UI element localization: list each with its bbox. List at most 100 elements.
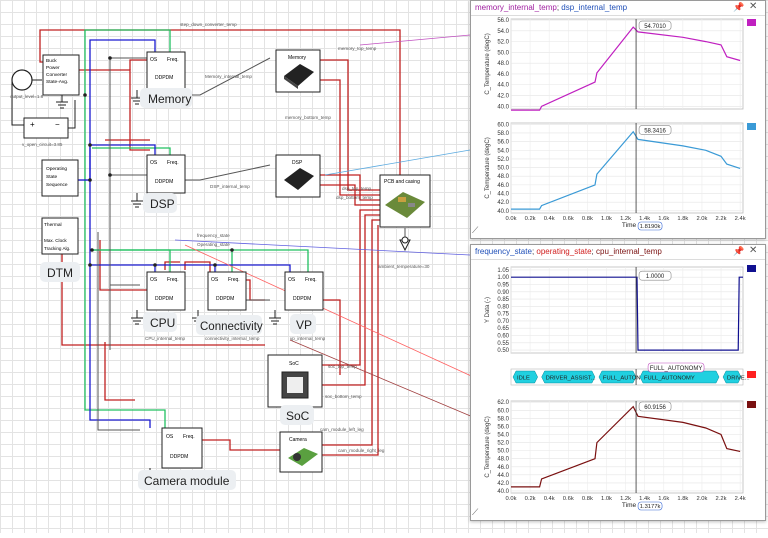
svg-text:Freq.: Freq. [183, 434, 195, 440]
y-tick-label-4-3: 46.0 [497, 465, 509, 471]
close-icon[interactable]: ✕ [749, 1, 758, 12]
state-segment-0 [512, 370, 538, 384]
state-segment-1 [541, 370, 596, 384]
plot-area-2 [510, 266, 744, 354]
memory-chip[interactable]: Memory [275, 49, 321, 93]
y-tick-label-1-5: 50.0 [497, 166, 509, 172]
camera-chip[interactable]: Camera [279, 431, 323, 473]
bubble-labels: Memory DSP DTM CPU Connectivity VP SoC C… [40, 88, 316, 490]
legend-swatch-memory[interactable] [747, 19, 756, 26]
y-tick-label-1-0: 40.0 [497, 209, 509, 215]
voltage-source[interactable]: +− [11, 69, 76, 139]
source-circle [11, 69, 33, 91]
cursor-value-1: 58.3416 [644, 128, 666, 134]
ambient-source-icon [401, 236, 409, 244]
svg-text:DDPDM: DDPDM [155, 179, 173, 185]
bubble-cpu[interactable]: CPU [150, 316, 175, 330]
cursor-time-box-1 [637, 221, 663, 231]
y-tick-label-1-3: 46.0 [497, 183, 509, 189]
cam-left-label: cam_module_left_leg [320, 427, 364, 432]
bubble-dtm[interactable]: DTM [47, 266, 73, 280]
cam-right-label: cam_module_right_leg [338, 448, 385, 453]
ddpdm-camera[interactable]: OS Freq. DDPDM [161, 427, 203, 469]
x-tick-label-1-12: 2.4k [735, 216, 746, 222]
bubble-memory[interactable]: Memory [148, 92, 191, 106]
cursor-state-value: FULL_AUTONOMY [650, 366, 703, 372]
pin-icon-bottom[interactable]: 📌 [733, 246, 745, 256]
cursor-time-box-4 [637, 501, 663, 511]
x-tick-label-4-1: 0.2k [525, 496, 536, 502]
cursor-value-box-2 [638, 270, 672, 281]
thermal-line-1: Max. Clock [44, 238, 67, 243]
x-tick-label-4-2: 0.4k [544, 496, 555, 502]
svg-text:Freq.: Freq. [167, 57, 179, 63]
title-series-memory: memory_internal_temp [475, 3, 557, 12]
y-tick-label-4-9: 58.0 [497, 416, 509, 422]
state-label-0: IDLE [517, 376, 530, 382]
svg-text:Freq.: Freq. [228, 277, 240, 283]
cursor-state-box [647, 362, 705, 373]
y-tick-label-4-2: 44.0 [497, 473, 509, 479]
dsp-chip[interactable]: DSP [275, 154, 321, 198]
title-series-frequency: frequency_state [475, 247, 532, 256]
soc-chip[interactable]: SoC [267, 354, 323, 408]
bubble-dsp[interactable]: DSP [150, 197, 175, 211]
x-tick-label-4-5: 1.0k [601, 496, 612, 502]
ddpdm-memory[interactable]: OS Freq. DDPDM [146, 51, 186, 91]
legend-swatch-operating[interactable] [747, 371, 756, 378]
frequency-state-label: frequency_state [197, 233, 230, 238]
plot-area-1 [510, 122, 744, 214]
memory-bottom-label: memory_bottom_temp [285, 115, 331, 120]
thermal-block[interactable]: Thermal Max. Clock Tracking Alg. [41, 217, 79, 255]
bubble-soc[interactable]: SoC [286, 409, 310, 423]
x-tick-label-1-7: 1.4k [639, 216, 650, 222]
plot-window-top[interactable]: memory_internal_temp; dsp_internal_temp … [470, 0, 766, 239]
bubble-connectivity[interactable]: Connectivity [200, 321, 263, 333]
x-tick-label-4-7: 1.4k [639, 496, 650, 502]
svg-text:SoC: SoC [289, 361, 299, 367]
bubble-vp[interactable]: VP [296, 318, 312, 332]
svg-text:OS: OS [150, 277, 158, 283]
ddpdm-connectivity[interactable]: OS Freq. DDPDM [207, 271, 247, 311]
series-line-0-0 [511, 26, 741, 111]
y-tick-label-2-4: 0.70 [497, 319, 509, 325]
resize-handle-bottom-icon[interactable]: ⟋ [472, 507, 479, 517]
plot-window-bottom[interactable]: frequency_state; operating_state; cpu_in… [470, 244, 766, 521]
pcb-casing[interactable]: PCB and casing [379, 174, 431, 228]
resize-handle-icon[interactable]: ⟋ [472, 225, 479, 235]
operating-state-block[interactable]: Operating State Sequence [41, 159, 79, 197]
y-tick-label-4-7: 54.0 [497, 432, 509, 438]
y-tick-label-0-6: 52.0 [497, 40, 509, 46]
ddpdm-cpu[interactable]: OS Freq. DDPDM [146, 271, 186, 311]
state-segment-4 [722, 370, 742, 384]
thermal-title: Thermal [44, 222, 62, 228]
plot-top-svg: 40.042.044.046.048.050.052.054.056.0C_Te… [485, 18, 746, 231]
cursor-value-2: 1.0000 [646, 274, 665, 280]
buck-line-2: Power [46, 65, 60, 71]
y-tick-label-2-10: 1.00 [497, 275, 509, 281]
ambient-label: ambient_temperature=30 [378, 264, 430, 269]
plot-bottom-svg: 0.500.550.600.650.700.750.800.850.900.95… [485, 266, 750, 511]
legend-swatch-frequency[interactable] [747, 265, 756, 272]
y-tick-label-1-1: 42.0 [497, 200, 509, 206]
legend-swatch-cpu[interactable] [747, 401, 756, 408]
x-tick-label-1-8: 1.6k [658, 216, 669, 222]
legend-swatch-dsp[interactable] [747, 123, 756, 130]
x-tick-label-1-2: 0.4k [544, 216, 555, 222]
svg-text:Freq.: Freq. [305, 277, 317, 283]
close-icon-bottom[interactable]: ✕ [749, 245, 758, 256]
series-line-1-0 [511, 130, 741, 210]
y-tick-label-4-4: 48.0 [497, 457, 509, 463]
state-segment-3 [639, 370, 720, 384]
pin-icon[interactable]: 📌 [733, 2, 745, 12]
series-line-4-0 [511, 405, 741, 488]
bubble-camera-module[interactable]: Camera module [144, 474, 230, 488]
buck-converter-block[interactable]: Buck Power Converter State-Avg. [42, 54, 80, 96]
y-tick-label-0-3: 46.0 [497, 72, 509, 78]
state-label-4: DRIVE... [727, 376, 750, 382]
y-tick-label-4-1: 42.0 [497, 481, 509, 487]
soc-bottom-label: soc_bottom_temp [325, 394, 362, 399]
ddpdm-vp[interactable]: OS Freq. DDPDM [284, 271, 324, 311]
ddpdm-dsp[interactable]: OS Freq. DDPDM [146, 154, 186, 194]
